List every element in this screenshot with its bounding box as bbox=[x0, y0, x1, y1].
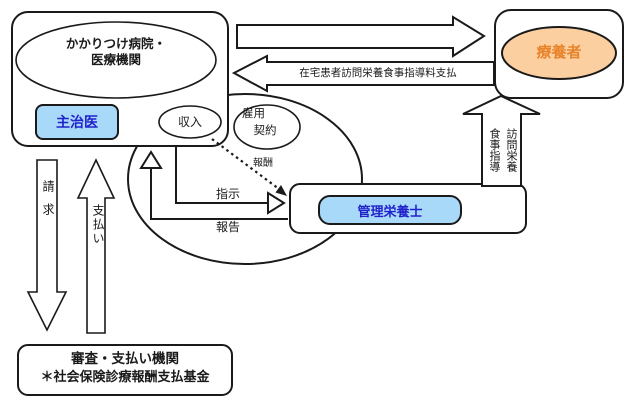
report-label: 報告 bbox=[216, 220, 241, 234]
claim-arrow bbox=[26, 159, 68, 332]
employment-label: 雇用 契約 bbox=[242, 108, 277, 138]
income-ellipse bbox=[158, 105, 222, 139]
reward-label: 報酬 bbox=[253, 158, 273, 169]
instruction-arrowhead bbox=[267, 191, 286, 215]
visit-guidance-label: 訪問栄養 食事指導 bbox=[488, 128, 517, 172]
instruction-line bbox=[175, 146, 268, 204]
payment-label: 支払い bbox=[91, 204, 105, 246]
service-arrow bbox=[236, 15, 486, 58]
doctor-node: 主治医 bbox=[35, 104, 119, 140]
dietitian-label: 管理栄養士 bbox=[357, 203, 423, 219]
instruction-label: 指示 bbox=[216, 187, 241, 201]
income-label: 収入 bbox=[177, 115, 202, 129]
payment-arrow bbox=[76, 158, 116, 334]
report-arrowhead bbox=[139, 150, 163, 169]
fee-payment-label: 在宅患者訪問栄養食事指導料支払 bbox=[299, 67, 457, 79]
dietitian-node: 管理栄養士 bbox=[318, 195, 462, 225]
doctor-label: 主治医 bbox=[56, 114, 98, 130]
employment-ellipse bbox=[233, 104, 301, 150]
report-line bbox=[150, 168, 288, 220]
recipient-ellipse bbox=[501, 26, 617, 80]
relationship-circle bbox=[127, 93, 363, 265]
claim-label: 請求 bbox=[41, 180, 55, 226]
recipient-label: 療養者 bbox=[536, 44, 582, 61]
review-agency-line2: ＊社会保険診療報酬支払基金 bbox=[40, 369, 210, 384]
visit-guidance-arrow bbox=[462, 94, 541, 187]
fee-payment-arrow bbox=[231, 54, 495, 93]
hospital-ellipse bbox=[15, 21, 217, 99]
review-agency-line1: 審査・支払い機関 bbox=[71, 351, 179, 366]
reward-dotted-line bbox=[211, 138, 280, 190]
review-agency-box bbox=[17, 344, 233, 396]
reward-arrowhead bbox=[275, 185, 287, 196]
hospital-label: かかりつけ病院・ 医療機関 bbox=[65, 37, 167, 67]
